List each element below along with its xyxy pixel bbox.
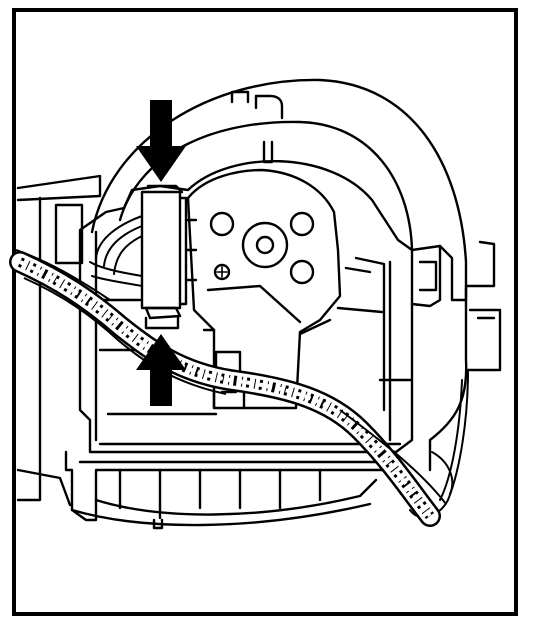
housing-shell <box>78 159 414 454</box>
press-arrow-bottom <box>136 334 186 406</box>
left-duct <box>16 174 102 507</box>
press-arrow-top <box>136 100 186 182</box>
base-plate <box>64 450 420 530</box>
motor-hub <box>209 211 315 285</box>
electrical-connector <box>140 184 198 330</box>
right-bracket <box>410 240 502 372</box>
wiring-harness <box>9 249 447 527</box>
pigtail-wires <box>89 215 143 287</box>
motor-cover-plate <box>186 168 342 410</box>
